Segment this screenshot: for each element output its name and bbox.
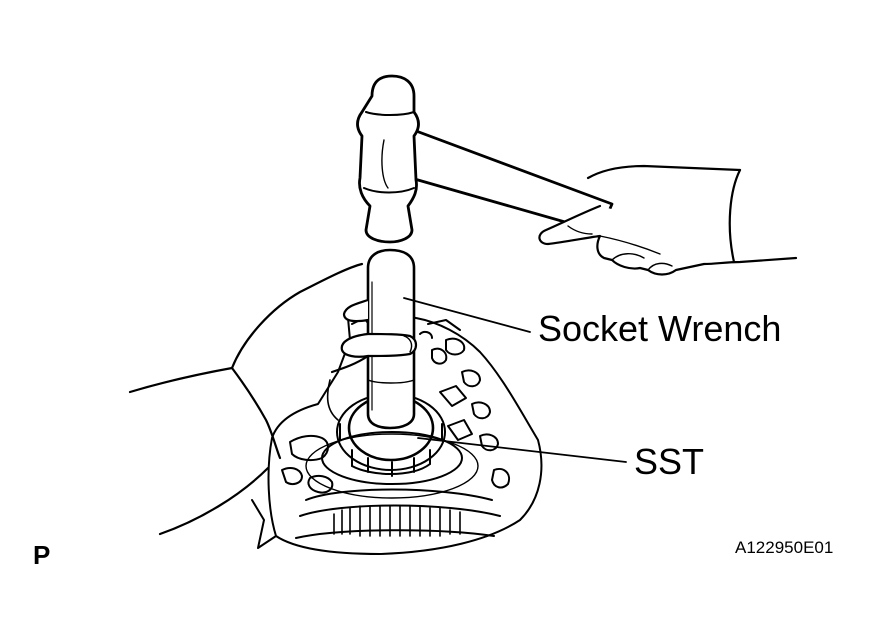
- leader-lines: [403, 297, 627, 463]
- vent-slots: [333, 505, 461, 537]
- sst-label: SST: [634, 441, 705, 482]
- figure-code: A122950E01: [735, 538, 834, 557]
- hammer: [356, 74, 614, 244]
- socket-wrench-label: Socket Wrench: [538, 308, 782, 349]
- socket-wrench-leader: [403, 297, 531, 333]
- left-hand: [128, 262, 418, 536]
- right-hand: [538, 164, 798, 276]
- sst-leader: [417, 437, 627, 463]
- view-marker: P: [33, 540, 51, 570]
